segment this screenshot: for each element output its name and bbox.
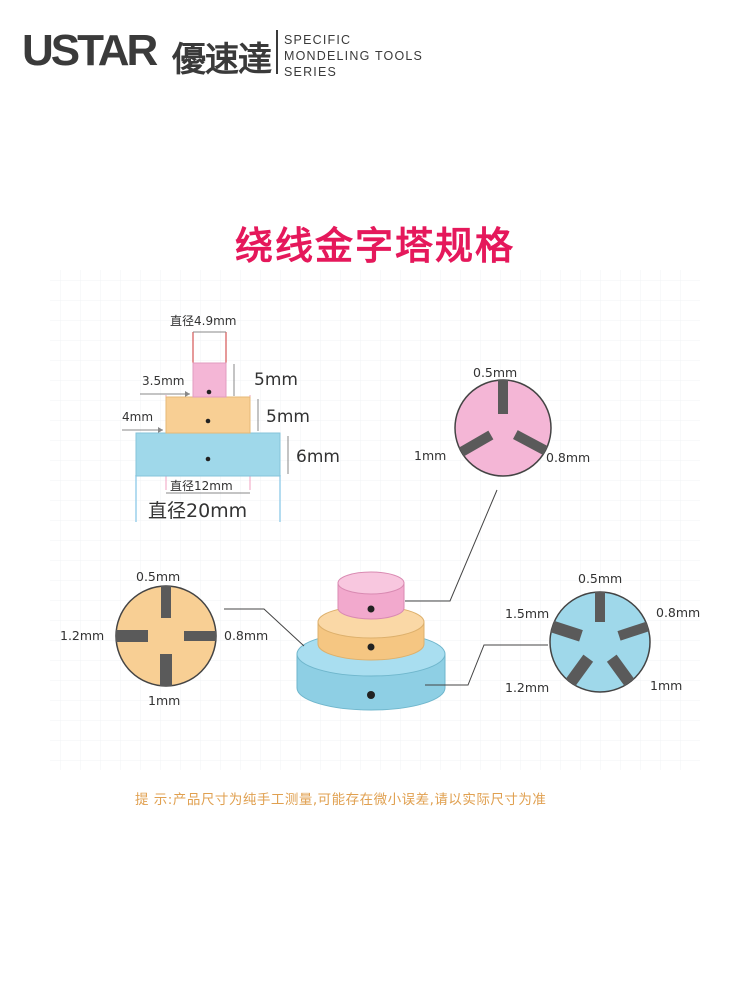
top-tier-top	[337, 571, 405, 595]
page-title: 绕线金字塔规格	[234, 224, 515, 268]
center-hole	[206, 389, 212, 395]
bottom-height-label: 6mm	[296, 447, 340, 467]
slot	[184, 631, 216, 641]
top-width-label: 3.5mm	[142, 374, 184, 388]
bottom-disc-label-3: 0.8mm	[656, 605, 700, 620]
middle-width-label: 4mm	[122, 410, 153, 424]
center-hole	[205, 418, 211, 424]
slot	[513, 430, 548, 455]
middle-diameter-label: 直径12mm	[170, 479, 233, 493]
side-view: 直径4.9mm 3.5mm 5mm 4mm 5mm 6mm 直径12mm 直径2…	[122, 314, 340, 522]
middle-tier-side	[165, 396, 251, 434]
slot	[160, 654, 172, 686]
brand-tagline: SPECIFIC MONDELING TOOLS SERIES	[284, 32, 423, 80]
center-hole	[205, 456, 211, 462]
bottom-disc-label-2: 1.5mm	[505, 606, 549, 621]
connector-lines	[224, 489, 548, 686]
slot	[498, 380, 508, 414]
top-height-label: 5mm	[254, 370, 298, 390]
middle-disc-label-2: 1.2mm	[60, 628, 104, 643]
top-disc-view: 0.5mm 1mm 0.8mm	[414, 365, 590, 477]
middle-disc-label-3: 0.8mm	[224, 628, 268, 643]
slot	[617, 621, 650, 641]
top-diameter-label: 直径4.9mm	[170, 314, 236, 328]
bottom-tier-side	[135, 432, 281, 477]
top-disc-label-2: 1mm	[414, 448, 446, 463]
slot	[595, 592, 605, 622]
logo-divider	[276, 30, 278, 74]
middle-disc-view: 0.5mm 1.2mm 0.8mm 1mm	[60, 569, 268, 708]
bottom-diameter-label: 直径20mm	[148, 500, 247, 522]
bottom-disc-label-4: 1.2mm	[505, 680, 549, 695]
middle-height-label: 5mm	[266, 407, 310, 427]
slot	[565, 654, 594, 686]
tagline-line-1: SPECIFIC	[284, 33, 352, 47]
tagline-line-2: MONDELING TOOLS	[284, 49, 424, 63]
connector-middle	[224, 608, 305, 647]
middle-disc-label-1: 0.5mm	[136, 569, 180, 584]
brand-logo: USTAR	[22, 26, 158, 75]
slot	[116, 630, 148, 642]
middle-disc-label-4: 1mm	[148, 693, 180, 708]
slot	[550, 620, 583, 642]
brand-logo-cn: 優速達	[172, 40, 272, 80]
connector-bottom	[425, 644, 548, 686]
tagline-line-3: SERIES	[284, 65, 338, 79]
bottom-tier-hole	[367, 691, 375, 699]
bottom-disc-view: 0.5mm 1.5mm 0.8mm 1.2mm 1mm	[505, 571, 700, 695]
slot	[458, 430, 494, 457]
top-disc-label-3: 0.8mm	[546, 450, 590, 465]
arrow-head	[185, 391, 190, 397]
top-tier-hole	[367, 605, 375, 613]
bottom-disc-label-5: 1mm	[650, 678, 682, 693]
slot	[606, 654, 635, 686]
slot	[161, 586, 171, 618]
top-disc-label-1: 0.5mm	[473, 365, 517, 380]
middle-tier-hole	[367, 643, 375, 651]
pyramid-3d	[296, 571, 446, 711]
arrow-head	[158, 427, 163, 433]
connector-top	[405, 489, 498, 602]
bottom-disc-label-1: 0.5mm	[578, 571, 622, 586]
brand-header: USTAR 優速達 SPECIFIC MONDELING TOOLS SERIE…	[22, 22, 442, 84]
measurement-note: 提 示:产品尺寸为纯手工测量,可能存在微小误差,请以实际尺寸为准	[135, 792, 547, 808]
